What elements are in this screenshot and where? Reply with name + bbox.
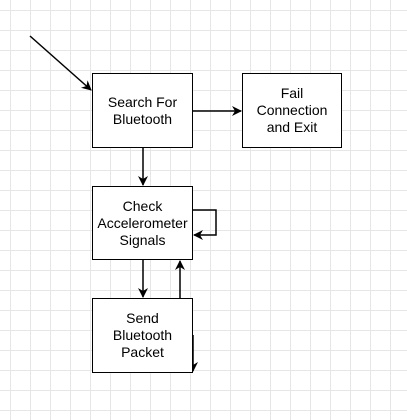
- node-check-accelerometer-signals: Check Accelerometer Signals: [92, 186, 193, 260]
- edge-start-to-search: [29, 35, 92, 91]
- edge-check-self-loop: [193, 209, 217, 240]
- node-send-bluetooth-packet: Send Bluetooth Packet: [92, 298, 193, 373]
- node-search-for-bluetooth: Search For Bluetooth: [92, 73, 193, 148]
- node-fail-connection-and-exit: Fail Connection and Exit: [242, 73, 342, 148]
